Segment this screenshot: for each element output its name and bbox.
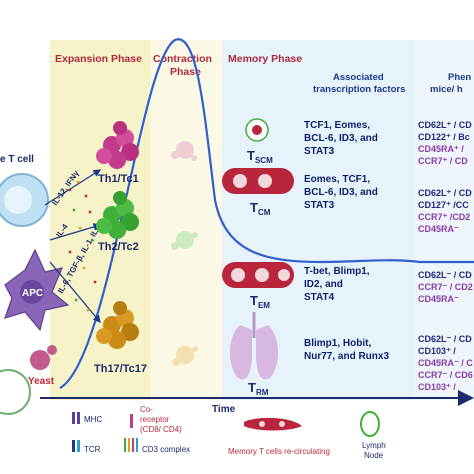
yeast-cell-large bbox=[30, 350, 50, 370]
contracting-cell-3 bbox=[172, 346, 198, 366]
tf-tem-line2: ID2, and bbox=[304, 279, 343, 290]
legend-coreceptor-line2: receptor bbox=[140, 415, 170, 424]
mhc-icon bbox=[72, 412, 80, 424]
pheno-trm-2: CD103⁺ / bbox=[418, 346, 456, 356]
tcm-vessel bbox=[222, 168, 294, 194]
pheno-tscm-2: CD122⁺ / Bc bbox=[418, 132, 470, 142]
tf-tem-line1: T-bet, Blimp1, bbox=[304, 266, 370, 277]
tf-tscm-line1: TCF1, Eomes, bbox=[304, 120, 370, 131]
legend: MHC TCR Co- receptor (CD8/ CD4) CD3 comp… bbox=[72, 405, 386, 460]
contraction-phase-title-line1: Contraction bbox=[153, 53, 212, 65]
lymph-node-icon bbox=[360, 411, 380, 437]
tcm-label: TCM bbox=[250, 200, 271, 217]
naive-t-cell-nucleus bbox=[4, 186, 32, 214]
legend-cd3: CD3 complex bbox=[142, 445, 190, 454]
time-axis-label: Time bbox=[212, 404, 236, 415]
il12-arrow bbox=[44, 169, 102, 206]
contraction-phase-region bbox=[150, 40, 222, 400]
legend-lymph-line1: Lymph bbox=[362, 441, 386, 450]
tf-tscm-line2: BCL-6, ID3, and bbox=[304, 133, 378, 144]
tf-trm-line1: Blimp1, Hobit, bbox=[304, 338, 371, 349]
yeast-cell-small bbox=[47, 345, 57, 355]
effector-label-th17: Th17/Tc17 bbox=[94, 363, 147, 375]
il4-arrow bbox=[49, 223, 102, 241]
legend-coreceptor-line3: (CD8/ CD4) bbox=[140, 425, 182, 434]
cd3-complex-icon bbox=[124, 438, 138, 452]
apc-nucleus bbox=[20, 280, 44, 304]
legend-recirculating: Memory T cells re-circulating bbox=[228, 447, 330, 456]
tf-tcm-line1: Eomes, TCF1, bbox=[304, 174, 370, 185]
cytokine-dots bbox=[68, 180, 97, 312]
tf-tcm-line3: STAT3 bbox=[304, 200, 335, 211]
pheno-tscm-1: CD62L⁺ / CD bbox=[418, 120, 472, 130]
pheno-trm-4: CCR7⁻ / CD6 bbox=[418, 370, 473, 380]
pheno-tcm-4: CD45RA⁻ bbox=[418, 224, 459, 234]
lymph-node-partial bbox=[0, 369, 31, 415]
recirculating-vessel-icon bbox=[244, 417, 302, 431]
tf-tem-line3: STAT4 bbox=[304, 292, 335, 303]
pheno-tem-3: CD45RA⁻ bbox=[418, 294, 459, 304]
memory-phase-title: Memory Phase bbox=[228, 53, 302, 65]
legend-mhc: MHC bbox=[84, 415, 102, 424]
trm-lungs bbox=[229, 312, 279, 380]
pheno-tscm-4: CCR7⁺ / CD bbox=[418, 156, 468, 166]
pheno-trm-1: CD62L⁻ / CD bbox=[418, 334, 472, 344]
pheno-tem-1: CD62L⁻ / CD bbox=[418, 270, 472, 280]
legend-coreceptor-line1: Co- bbox=[140, 405, 153, 414]
th1-cell-cluster bbox=[96, 121, 139, 169]
effector-label-th1: Th1/Tc1 bbox=[98, 173, 139, 185]
phenotype-header-line1: Phen bbox=[448, 72, 471, 83]
pheno-trm-3: CD45RA⁻ / C bbox=[418, 358, 473, 368]
tf-trm-line2: Nur77, and Runx3 bbox=[304, 351, 389, 362]
contraction-phase-title-line2: Phase bbox=[170, 66, 201, 78]
contracting-cell-2 bbox=[171, 231, 198, 250]
memory-phase-right-band bbox=[415, 40, 474, 400]
il6-arrow bbox=[49, 261, 101, 323]
phenotype-header-line2: mice/ h bbox=[430, 84, 463, 95]
tscm-cell bbox=[245, 118, 269, 142]
contracting-cell-1 bbox=[171, 141, 197, 161]
pheno-tcm-1: CD62L⁺ / CD bbox=[418, 188, 472, 198]
tem-vessel bbox=[222, 262, 294, 288]
naive-t-cell-label: e T cell bbox=[0, 154, 34, 165]
expansion-phase-title: Expansion Phase bbox=[55, 53, 142, 65]
pheno-trm-5: CD103⁺ / bbox=[418, 382, 456, 392]
memory-row-labels: TSCM TCM TEM TRM bbox=[247, 148, 273, 397]
pheno-tem-2: CCR7⁻ / CD2 bbox=[418, 282, 473, 292]
tf-header-line2: transcription factors bbox=[313, 84, 405, 95]
tcr-icon bbox=[72, 440, 80, 452]
pheno-tcm-3: CCR7⁺ /CD2 bbox=[418, 212, 470, 222]
tem-label: TEM bbox=[250, 293, 270, 310]
th2-cell-cluster bbox=[96, 191, 139, 239]
apc-label: APC bbox=[22, 288, 43, 299]
tf-header-line1: Associated bbox=[333, 72, 384, 83]
tf-tscm-line3: STAT3 bbox=[304, 146, 335, 157]
legend-lymph-line2: Node bbox=[364, 451, 384, 460]
tf-tcm-line2: BCL-6, ID3, and bbox=[304, 187, 378, 198]
effector-label-th2: Th2/Tc2 bbox=[98, 241, 139, 253]
legend-tcr: TCR bbox=[84, 445, 101, 454]
coreceptor-icon bbox=[130, 414, 133, 428]
tscm-label: TSCM bbox=[247, 148, 273, 165]
trm-label: TRM bbox=[248, 380, 269, 397]
th17-cell-cluster bbox=[96, 301, 139, 349]
pheno-tscm-3: CD45RA⁺ / bbox=[418, 144, 464, 154]
yeast-label: Yeast bbox=[28, 376, 55, 387]
pheno-tcm-2: CD127⁺ /CC bbox=[418, 200, 469, 210]
